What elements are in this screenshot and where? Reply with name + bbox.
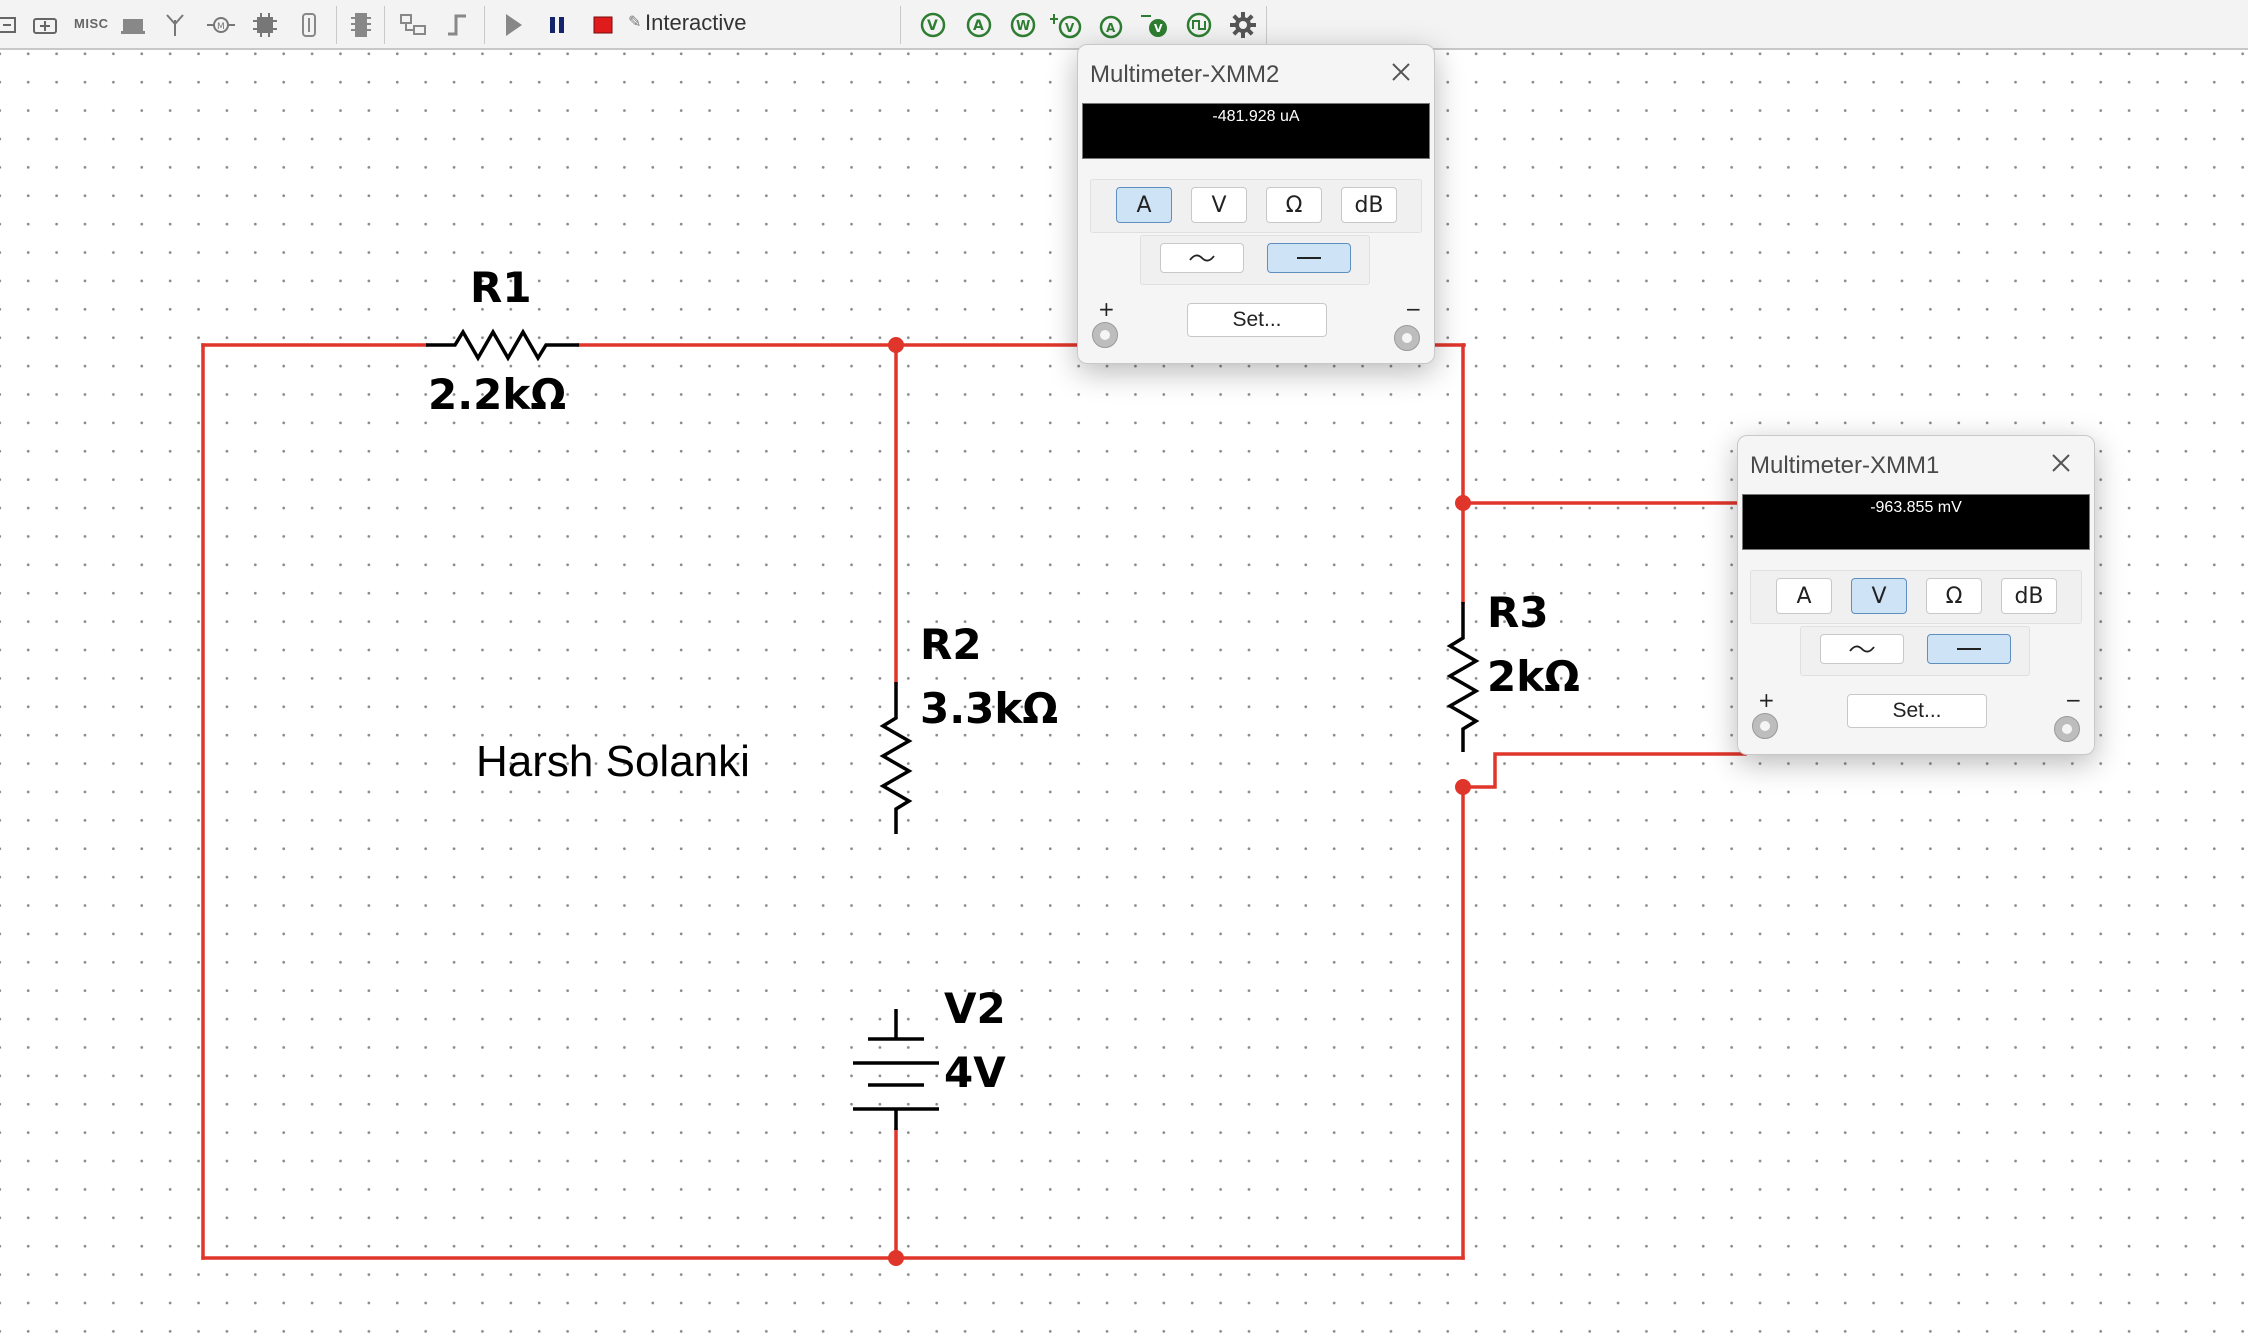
voltage-probe-icon[interactable]: V [916,8,950,42]
negative-terminal-label: − [1405,297,1422,321]
ac-signal-button[interactable] [1820,634,1904,664]
voltage-reference-probe-icon[interactable]: A [1094,8,1128,42]
r1-name-label: R1 [470,263,532,312]
multimeter-xmm1-window[interactable]: Multimeter-XMM1 -963.855 mV A V Ω dB + −… [1737,435,2095,755]
dc-line-icon [1957,648,1981,650]
ammeter-mode-button[interactable]: A [1776,578,1832,614]
place-component-icon[interactable] [0,8,24,42]
author-text: Harsh Solanki [476,737,750,786]
place-indicator-icon[interactable] [28,8,62,42]
v2-value-label: 4V [944,1048,1006,1097]
pause-simulation-button[interactable] [540,8,574,42]
stop-simulation-button[interactable] [586,8,620,42]
negative-terminal-label: − [2065,688,2082,712]
multimeter-xmm2-reading: -481.928 uA [1212,108,1300,125]
svg-text:V: V [927,18,938,34]
positive-terminal[interactable] [1092,322,1118,348]
sine-wave-icon [1849,645,1875,653]
negative-terminal[interactable] [2054,716,2080,742]
ohmmeter-mode-button[interactable]: Ω [1926,578,1982,614]
svg-text:W: W [1016,19,1030,34]
set-button[interactable]: Set... [1847,694,1987,728]
multimeter-xmm2-display: -481.928 uA [1082,103,1430,159]
current-probe-icon[interactable]: A [962,8,996,42]
multimeter-xmm2-window[interactable]: Multimeter-XMM2 -481.928 uA A V Ω dB + −… [1077,44,1435,364]
positive-terminal-label: + [1098,297,1115,321]
r3-value-label: 2kΩ [1487,652,1580,701]
dc-signal-button[interactable] [1267,243,1351,273]
multimeter-xmm1-reading: -963.855 mV [1870,499,1962,516]
svg-text:V: V [1154,22,1163,35]
negative-terminal[interactable] [1394,325,1420,351]
dc-signal-button[interactable] [1927,634,2011,664]
pencil-icon: ✎ [628,14,642,31]
ac-signal-button[interactable] [1160,243,1244,273]
probe-settings-gear-icon[interactable] [1226,8,1260,42]
reference-probe-icon[interactable]: V [1138,8,1172,42]
r2-value-label: 3.3kΩ [920,684,1059,733]
svg-text:V: V [1065,21,1075,35]
differential-voltage-probe-icon[interactable]: V [1050,8,1084,42]
place-mcu-icon[interactable] [248,8,282,42]
multimeter-xmm1-title: Multimeter-XMM1 [1750,452,1940,479]
decibel-mode-button[interactable]: dB [2001,578,2057,614]
svg-text:A: A [973,18,984,34]
place-ic-icon[interactable] [344,8,378,42]
r2-name-label: R2 [920,620,982,669]
resistor-r3[interactable] [1446,602,1480,752]
ohmmeter-mode-button[interactable]: Ω [1266,187,1322,223]
place-rf-antenna-icon[interactable] [158,8,192,42]
place-connector-icon[interactable] [292,8,326,42]
place-misc-button[interactable]: MISC [74,16,109,31]
interactive-mode-label[interactable]: Interactive [645,10,747,35]
close-icon[interactable] [1386,57,1416,87]
voltmeter-mode-button[interactable]: V [1191,187,1247,223]
dc-line-icon [1297,257,1321,259]
close-icon[interactable] [2046,448,2076,478]
decibel-mode-button[interactable]: dB [1341,187,1397,223]
place-advanced-peripherals-icon[interactable] [116,8,150,42]
place-electromechanical-icon[interactable]: M [204,8,238,42]
multimeter-xmm2-title: Multimeter-XMM2 [1090,61,1280,88]
sine-wave-icon [1189,254,1215,262]
ammeter-mode-button[interactable]: A [1116,187,1172,223]
bus-icon[interactable] [440,8,474,42]
positive-terminal[interactable] [1752,713,1778,739]
r1-value-label: 2.2kΩ [428,370,567,419]
simulation-toolbar: MISC M ✎ Interactive V A W [0,0,2248,50]
svg-text:M: M [217,22,225,32]
v2-name-label: V2 [944,984,1006,1033]
voltmeter-mode-button[interactable]: V [1851,578,1907,614]
resistor-r1[interactable] [426,328,579,362]
positive-terminal-label: + [1758,688,1775,712]
hierarchical-block-icon[interactable] [396,8,430,42]
battery-v2[interactable] [853,1009,939,1130]
power-probe-icon[interactable]: W [1006,8,1040,42]
set-button[interactable]: Set... [1187,303,1327,337]
r3-name-label: R3 [1487,588,1549,637]
digital-probe-icon[interactable] [1182,8,1216,42]
multimeter-xmm1-display: -963.855 mV [1742,494,2090,550]
resistor-r2[interactable] [879,682,913,834]
run-simulation-button[interactable] [496,8,530,42]
svg-text:A: A [1106,21,1116,35]
